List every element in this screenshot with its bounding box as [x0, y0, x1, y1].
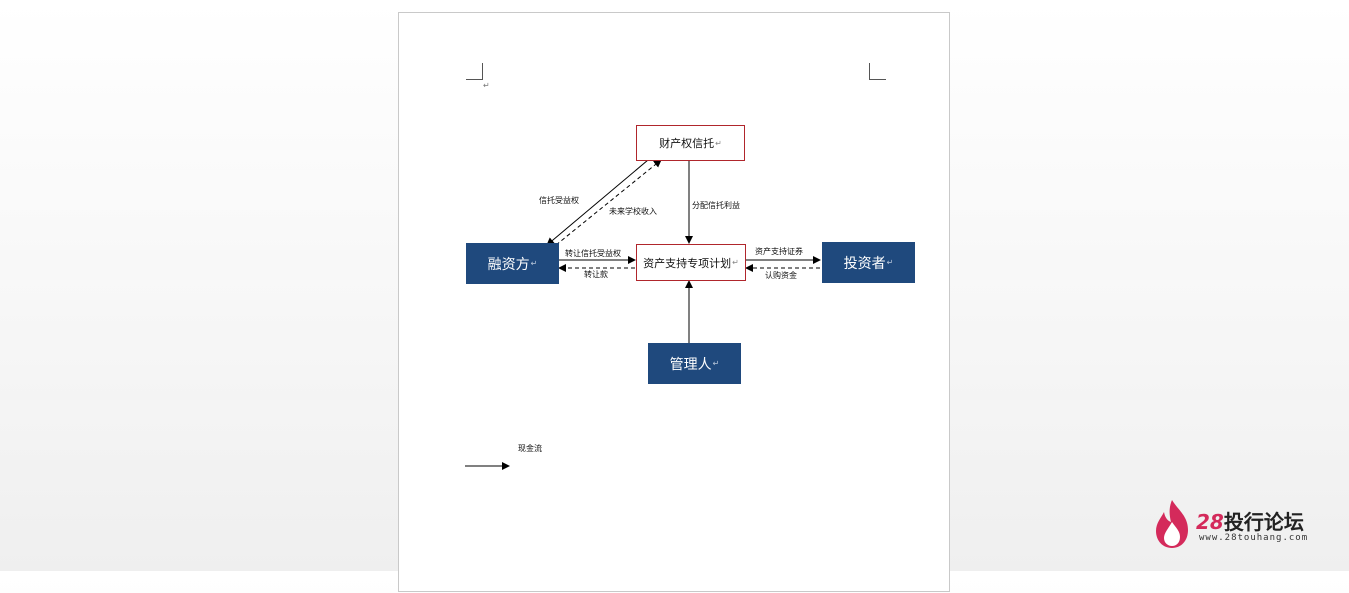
- node-investor-label: 投资者: [843, 255, 886, 272]
- watermark-url: www.28touhang.com: [1199, 533, 1309, 543]
- watermark-name: 投行论坛: [1223, 510, 1304, 534]
- edge-label-transfer-payment: 转让款: [584, 270, 608, 279]
- edge-label-future-school-income: 未来学校收入: [609, 207, 657, 216]
- flame-icon: [1156, 500, 1188, 548]
- crop-mark-top-left: [466, 63, 483, 80]
- paragraph-mark: ↵: [483, 81, 490, 90]
- arrow-financier-to-trust: [555, 159, 662, 246]
- watermark-number: 28: [1196, 510, 1224, 534]
- node-asset-backed-plan: 资产支持专项计划↵: [636, 244, 746, 281]
- legend-label-cash-flow: 现金流: [518, 444, 542, 453]
- node-property-trust: 财产权信托↵: [636, 125, 745, 161]
- edge-label-asset-backed-securities: 资产支持证券: [755, 247, 803, 256]
- node-property-trust-label: 财产权信托: [659, 137, 715, 150]
- edge-label-subscription-funds: 认购资金: [765, 271, 797, 280]
- node-manager: 管理人↵: [648, 343, 741, 384]
- arrow-trust-to-financier: [546, 159, 649, 246]
- node-financier: 融资方↵: [466, 243, 559, 284]
- node-manager-label: 管理人: [669, 356, 712, 373]
- arrows-layer: [465, 159, 821, 470]
- watermark-logo: 28投行论坛 www.28touhang.com: [1152, 496, 1342, 552]
- edge-label-transfer-beneficiary-right: 转让信托受益权: [565, 249, 621, 258]
- edge-label-trust-beneficiary-right: 信托受益权: [539, 196, 579, 205]
- node-financier-label: 融资方: [487, 256, 530, 273]
- watermark-title: 28投行论坛: [1196, 506, 1304, 535]
- crop-mark-top-right: [869, 63, 886, 80]
- document-page: ↵ 财产权信托↵ 融资方↵ 资产支持专项计划↵ 投资者↵ 管理人↵ 信托受益权 …: [398, 12, 950, 592]
- edge-label-distribute-trust-benefit: 分配信托利益: [692, 201, 740, 210]
- node-asset-backed-plan-label: 资产支持专项计划: [643, 256, 732, 270]
- node-investor: 投资者↵: [822, 242, 915, 283]
